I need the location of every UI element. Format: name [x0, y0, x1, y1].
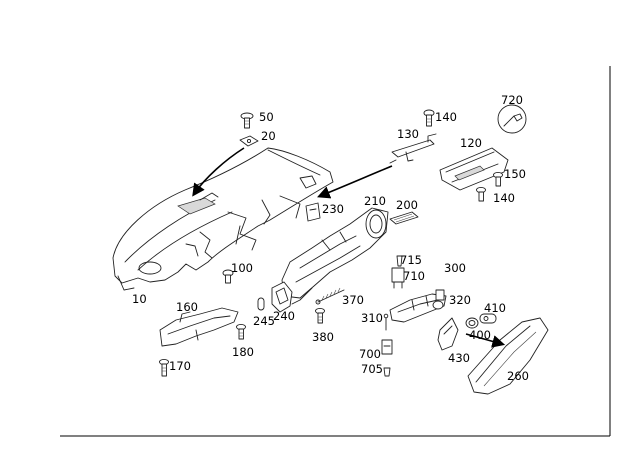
- screw-140-lower: [476, 186, 486, 202]
- callout-120: 120: [460, 136, 482, 150]
- callout-210: 210: [364, 194, 386, 208]
- callout-430: 430: [448, 351, 470, 365]
- warning-label-720: [497, 104, 527, 134]
- callout-130: 130: [397, 127, 419, 141]
- callout-710: 710: [403, 269, 425, 283]
- lock-assembly-300: [389, 289, 447, 323]
- clip-230: [305, 202, 321, 222]
- pin-715: [396, 255, 403, 267]
- clip-245: [257, 297, 265, 311]
- callout-140-lower: 140: [493, 191, 515, 205]
- arrow-to-dashboard: [192, 147, 245, 197]
- callout-245: 245: [253, 314, 275, 328]
- callout-150: 150: [504, 167, 526, 181]
- airbag-module-120: [439, 147, 509, 191]
- callout-200: 200: [396, 198, 418, 212]
- callout-705: 705: [361, 362, 383, 376]
- hinge-plate-430: [437, 317, 459, 351]
- callout-380: 380: [312, 330, 334, 344]
- cover-320: [432, 300, 444, 310]
- screw-50: [240, 112, 254, 129]
- callout-400: 400: [469, 328, 491, 342]
- callout-300: 300: [444, 261, 466, 275]
- callout-715: 715: [400, 253, 422, 267]
- callout-20: 20: [261, 129, 276, 143]
- screw-140-top: [423, 109, 435, 127]
- callout-260: 260: [507, 369, 529, 383]
- callout-410: 410: [484, 301, 506, 315]
- center-carrier-210: [281, 207, 389, 305]
- switch-710: [391, 267, 405, 289]
- key-705: [383, 367, 391, 377]
- callout-100: 100: [231, 261, 253, 275]
- callout-720: 720: [501, 93, 523, 107]
- callout-180: 180: [232, 345, 254, 359]
- callout-700: 700: [359, 347, 381, 361]
- callout-50: 50: [259, 110, 274, 124]
- callout-230: 230: [322, 202, 344, 216]
- screw-380: [315, 307, 325, 324]
- screw-170: [159, 358, 169, 377]
- bracket-130: [389, 133, 437, 164]
- rod-310: [383, 313, 389, 331]
- callout-240: 240: [273, 309, 295, 323]
- dashboard-part: [112, 147, 334, 291]
- clip-20: [239, 135, 259, 147]
- bushing-400: [465, 317, 479, 329]
- callout-10: 10: [132, 292, 147, 306]
- arrow-to-carrier: [317, 165, 393, 199]
- spring-370: [315, 287, 345, 305]
- cover-200: [389, 211, 419, 225]
- screw-150: [493, 171, 503, 187]
- bracket-240: [271, 281, 293, 313]
- bracket-160: [159, 307, 239, 347]
- glovebox-lid-260: [467, 317, 549, 395]
- damper-410: [479, 313, 497, 324]
- callout-140-top: 140: [435, 110, 457, 124]
- callout-370: 370: [342, 293, 364, 307]
- callout-310: 310: [361, 311, 383, 325]
- callout-170: 170: [169, 359, 191, 373]
- callout-320: 320: [449, 293, 471, 307]
- lock-cylinder-700: [381, 339, 393, 355]
- screw-180: [236, 323, 246, 340]
- callout-160: 160: [176, 300, 198, 314]
- screw-100: [222, 269, 234, 284]
- arrow-to-lid: [465, 333, 506, 348]
